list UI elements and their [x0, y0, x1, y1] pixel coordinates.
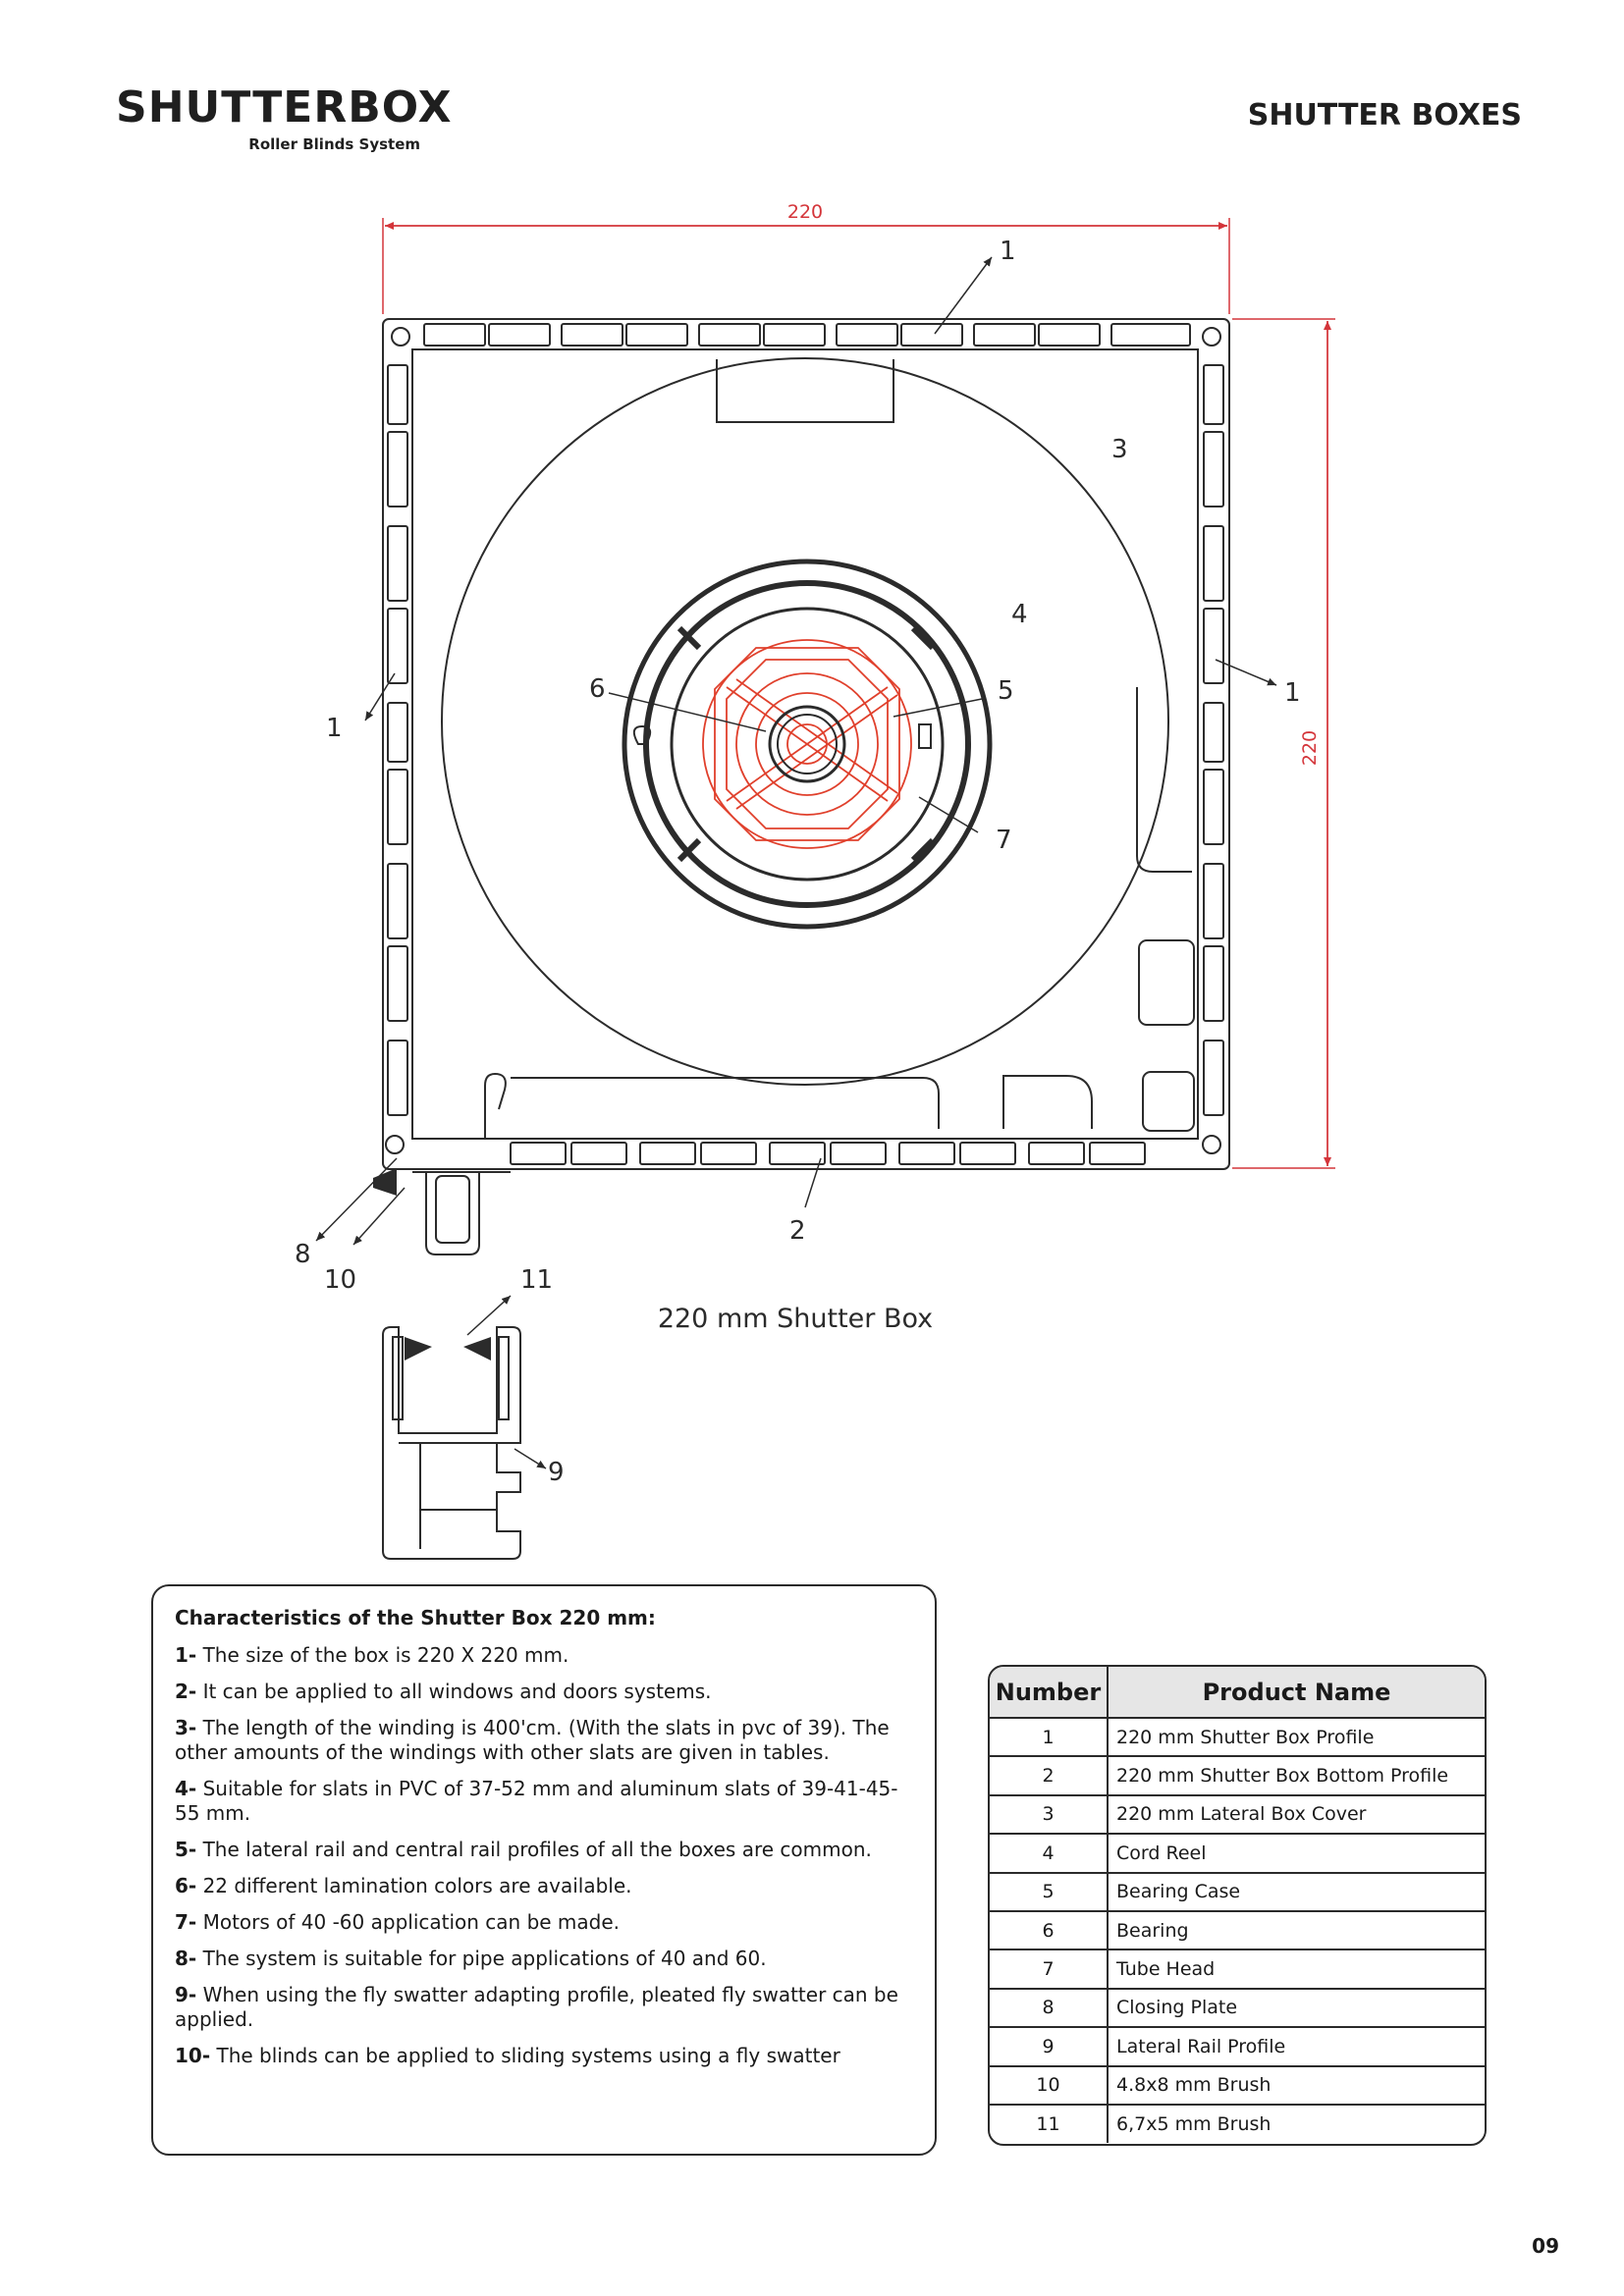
callout-5: 5 — [998, 676, 1014, 706]
product-name: 4.8x8 mm Brush — [1108, 2064, 1485, 2105]
characteristic-item: 5- The lateral rail and central rail pro… — [175, 1838, 872, 1861]
product-name: 6,7x5 mm Brush — [1108, 2103, 1485, 2144]
characteristic-item: 10- The blinds can be applied to sliding… — [175, 2044, 840, 2067]
product-number: 5 — [990, 1871, 1109, 1911]
product-name: Lateral Rail Profile — [1108, 2026, 1485, 2066]
brushes — [373, 1168, 491, 1361]
column-header-product-name: Product Name — [1108, 1667, 1485, 1718]
product-name: Bearing Case — [1108, 1871, 1485, 1911]
cord-reel — [441, 357, 1192, 1086]
characteristic-item: 7- Motors of 40 -60 application can be m… — [175, 1910, 621, 1934]
page-number: 09 — [1532, 2234, 1559, 2258]
product-name: 220 mm Shutter Box Bottom Profile — [1108, 1755, 1485, 1795]
brand-logo: SHUTTERBOX Roller Blinds System — [116, 82, 452, 161]
product-number: 1 — [990, 1716, 1109, 1757]
callout-9: 9 — [548, 1458, 565, 1487]
lateral-rail-profile — [382, 1326, 521, 1560]
callout-6: 6 — [589, 674, 606, 704]
characteristic-item: 3- The length of the winding is 400'cm. … — [175, 1716, 890, 1764]
drawing-svg: 220 220 — [295, 201, 1335, 1560]
product-name: Bearing — [1108, 1909, 1485, 1950]
dimension-lines — [382, 218, 1335, 1169]
characteristics-title: Characteristics of the Shutter Box 220 m… — [175, 1606, 656, 1629]
callout-3: 3 — [1111, 435, 1128, 464]
callout-11: 11 — [520, 1265, 553, 1295]
shutter-box-drawing: 220 220 — [0, 177, 1624, 1571]
product-number: 11 — [990, 2103, 1109, 2144]
characteristic-item: 8- The system is suitable for pipe appli… — [175, 1947, 767, 1970]
product-number: 9 — [990, 2026, 1109, 2066]
leader-lines — [315, 256, 1277, 1469]
product-number: 8 — [990, 1987, 1109, 2028]
brand-tagline: Roller Blinds System — [248, 135, 420, 153]
product-name: 220 mm Lateral Box Cover — [1108, 1793, 1485, 1835]
brand-name: SHUTTERBOX — [116, 82, 453, 133]
characteristic-item: 9- When using the fly swatter adapting p… — [175, 1983, 898, 2031]
drawing-caption: 220 mm Shutter Box — [658, 1304, 933, 1334]
product-number: 4 — [990, 1833, 1109, 1873]
callout-2: 2 — [789, 1216, 806, 1246]
section-title: SHUTTER BOXES — [1247, 98, 1522, 133]
product-number: 10 — [990, 2064, 1109, 2105]
product-name: 220 mm Shutter Box Profile — [1108, 1716, 1485, 1757]
characteristic-item: 1- The size of the box is 220 X 220 mm. — [175, 1643, 569, 1667]
product-number: 6 — [990, 1909, 1109, 1950]
bearing-assembly — [702, 639, 912, 849]
box-frame — [382, 318, 1230, 1255]
characteristics-panel: Characteristics of the Shutter Box 220 m… — [151, 1584, 937, 2156]
product-number: 2 — [990, 1755, 1109, 1795]
callout-1-left: 1 — [326, 714, 343, 743]
callout-8: 8 — [295, 1240, 311, 1269]
callout-4: 4 — [1011, 600, 1028, 629]
product-number: 7 — [990, 1949, 1109, 1989]
dimension-width-label: 220 — [787, 201, 823, 223]
dimension-height-label: 220 — [1299, 730, 1321, 766]
callout-7: 7 — [996, 826, 1012, 855]
callout-10: 10 — [324, 1265, 356, 1295]
product-number: 3 — [990, 1793, 1109, 1835]
characteristic-item: 4- Suitable for slats in PVC of 37-52 mm… — [175, 1777, 898, 1825]
characteristic-item: 2- It can be applied to all windows and … — [175, 1680, 712, 1703]
product-name: Tube Head — [1108, 1949, 1485, 1989]
product-name: Cord Reel — [1108, 1833, 1485, 1873]
characteristic-item: 6- 22 different lamination colors are av… — [175, 1874, 632, 1897]
callout-1-right: 1 — [1284, 678, 1301, 708]
column-header-number: Number — [990, 1667, 1109, 1718]
product-name: Closing Plate — [1108, 1987, 1485, 2028]
callout-1-top: 1 — [1000, 237, 1016, 266]
